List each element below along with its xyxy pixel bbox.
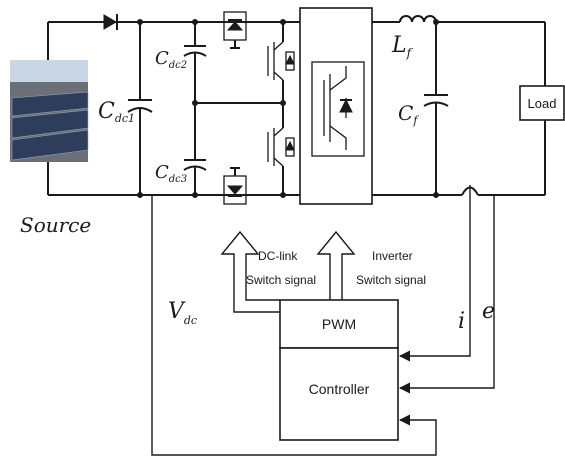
current-feedback-wire <box>398 185 471 362</box>
node-igbt-bottom <box>280 192 286 198</box>
top-igbt <box>267 22 295 103</box>
label-e: e <box>482 299 495 324</box>
load-box <box>519 85 565 121</box>
node-cdc3-bottom <box>192 192 198 198</box>
inverter-label-line2: Switch signal <box>356 273 426 287</box>
node-cdc1-top <box>137 19 143 25</box>
inverter-igbt-symbol <box>311 61 365 157</box>
label-lf: Lf <box>391 33 414 60</box>
capacitor-cdc1 <box>127 22 153 195</box>
controller-box <box>279 347 399 441</box>
vdc-feedback-wire <box>151 195 437 456</box>
label-cdc2: Cdc2 <box>155 48 187 71</box>
dclink-signal-arrow <box>220 230 280 313</box>
voltage-feedback-wire <box>398 195 495 394</box>
pwm-label: PWM <box>322 316 356 332</box>
inductor-lf <box>399 15 545 23</box>
capacitor-cdc3 <box>183 159 207 195</box>
inverter-signal-arrow <box>316 230 356 300</box>
inverter-label-line1: Inverter <box>372 249 413 263</box>
label-i: i <box>458 309 465 334</box>
pwm-box <box>279 299 399 349</box>
bottom-igbt <box>267 103 295 195</box>
dclink-label-line2: Switch signal <box>246 273 316 287</box>
label-cdc3: Cdc3 <box>155 162 187 185</box>
node-cf-bottom <box>433 192 439 198</box>
input-diode <box>103 14 118 30</box>
label-cf: Cf <box>398 101 419 127</box>
inverter-box <box>299 7 373 205</box>
capacitor-cf <box>423 22 449 195</box>
capacitor-cdc2 <box>183 22 207 160</box>
node-igbt-top <box>280 19 286 25</box>
solar-panel-image <box>10 60 89 162</box>
label-cdc1: Cdc1 <box>98 99 135 125</box>
top-bidirectional-switch <box>223 11 247 49</box>
node-cf-top <box>433 19 439 25</box>
bottom-bidirectional-switch <box>223 167 247 205</box>
controller-label: Controller <box>309 381 370 397</box>
dclink-label-line1: DC-link <box>258 249 298 263</box>
load-label: Load <box>528 96 557 111</box>
node-cdc1-bottom <box>137 192 143 198</box>
label-vdc: Vdc <box>168 299 197 327</box>
node-cdc2-top <box>192 19 198 25</box>
source-label: Source <box>20 213 91 237</box>
